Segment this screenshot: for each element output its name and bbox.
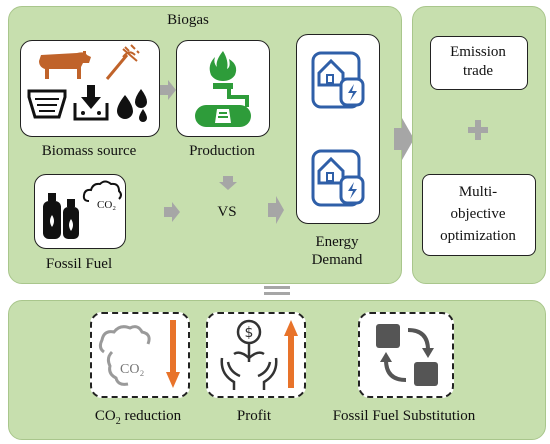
moo-label-1: Multi- [458, 184, 498, 200]
smart-home-icon [311, 51, 365, 109]
production-box [176, 40, 270, 137]
biomass-source-box [20, 40, 160, 137]
energy-demand-label-1: Energy [315, 234, 359, 250]
moo-label-3: optimization [440, 228, 516, 244]
pitchfork-icon [105, 44, 140, 80]
money-hands-icon: $ [220, 319, 278, 390]
arrow-down-icon [166, 320, 180, 388]
arrow-down-icon [219, 176, 237, 190]
vs-label: VS [217, 204, 237, 220]
cow-icon [39, 51, 91, 79]
smart-home-icon [311, 149, 365, 207]
arrow-right-icon [164, 202, 180, 222]
energy-demand-box [296, 34, 380, 224]
arrow-up-icon [284, 320, 298, 388]
swap-icon [376, 324, 438, 386]
moo-label-2: objective [450, 206, 506, 222]
emission-trade-box [430, 36, 528, 90]
production-label: Production [189, 143, 255, 159]
co2-cloud-text: CO₂ [97, 199, 117, 211]
compost-icon [73, 85, 109, 121]
biogas-title: Biogas [167, 12, 209, 28]
co2-smoke-icon [98, 325, 151, 386]
energy-demand-label-2: Demand [311, 252, 363, 268]
gas-cylinder-icon [43, 193, 79, 239]
co2-reduction-box: CO₂ [90, 312, 190, 398]
substitution-label: Fossil Fuel Substitution [332, 408, 476, 424]
co2-reduction-label: CO2 reduction [94, 408, 182, 427]
fossil-fuel-box: CO₂ [34, 174, 126, 249]
arrow-right-icon [160, 80, 176, 100]
liquid-drops-icon [117, 89, 147, 122]
arrow-right-icon [394, 118, 414, 160]
biogas-digester-icon [195, 51, 251, 127]
profit-label: Profit [236, 408, 272, 424]
feeding-trough-icon [27, 89, 67, 119]
fossil-fuel-label: Fossil Fuel [45, 256, 113, 272]
co2-cloud-icon [82, 180, 122, 202]
co2-smoke-text: CO₂ [120, 362, 145, 377]
emission-trade-label-1: Emission [450, 44, 506, 60]
profit-box: $ [206, 312, 306, 398]
substitution-box [358, 312, 454, 398]
arrow-right-icon [268, 196, 284, 224]
plus-icon [468, 120, 488, 140]
equals-icon [264, 286, 290, 295]
svg-text:$: $ [245, 325, 254, 341]
biomass-source-label: Biomass source [41, 143, 137, 159]
emission-trade-label-2: trade [463, 63, 493, 79]
multi-objective-box [422, 174, 536, 256]
